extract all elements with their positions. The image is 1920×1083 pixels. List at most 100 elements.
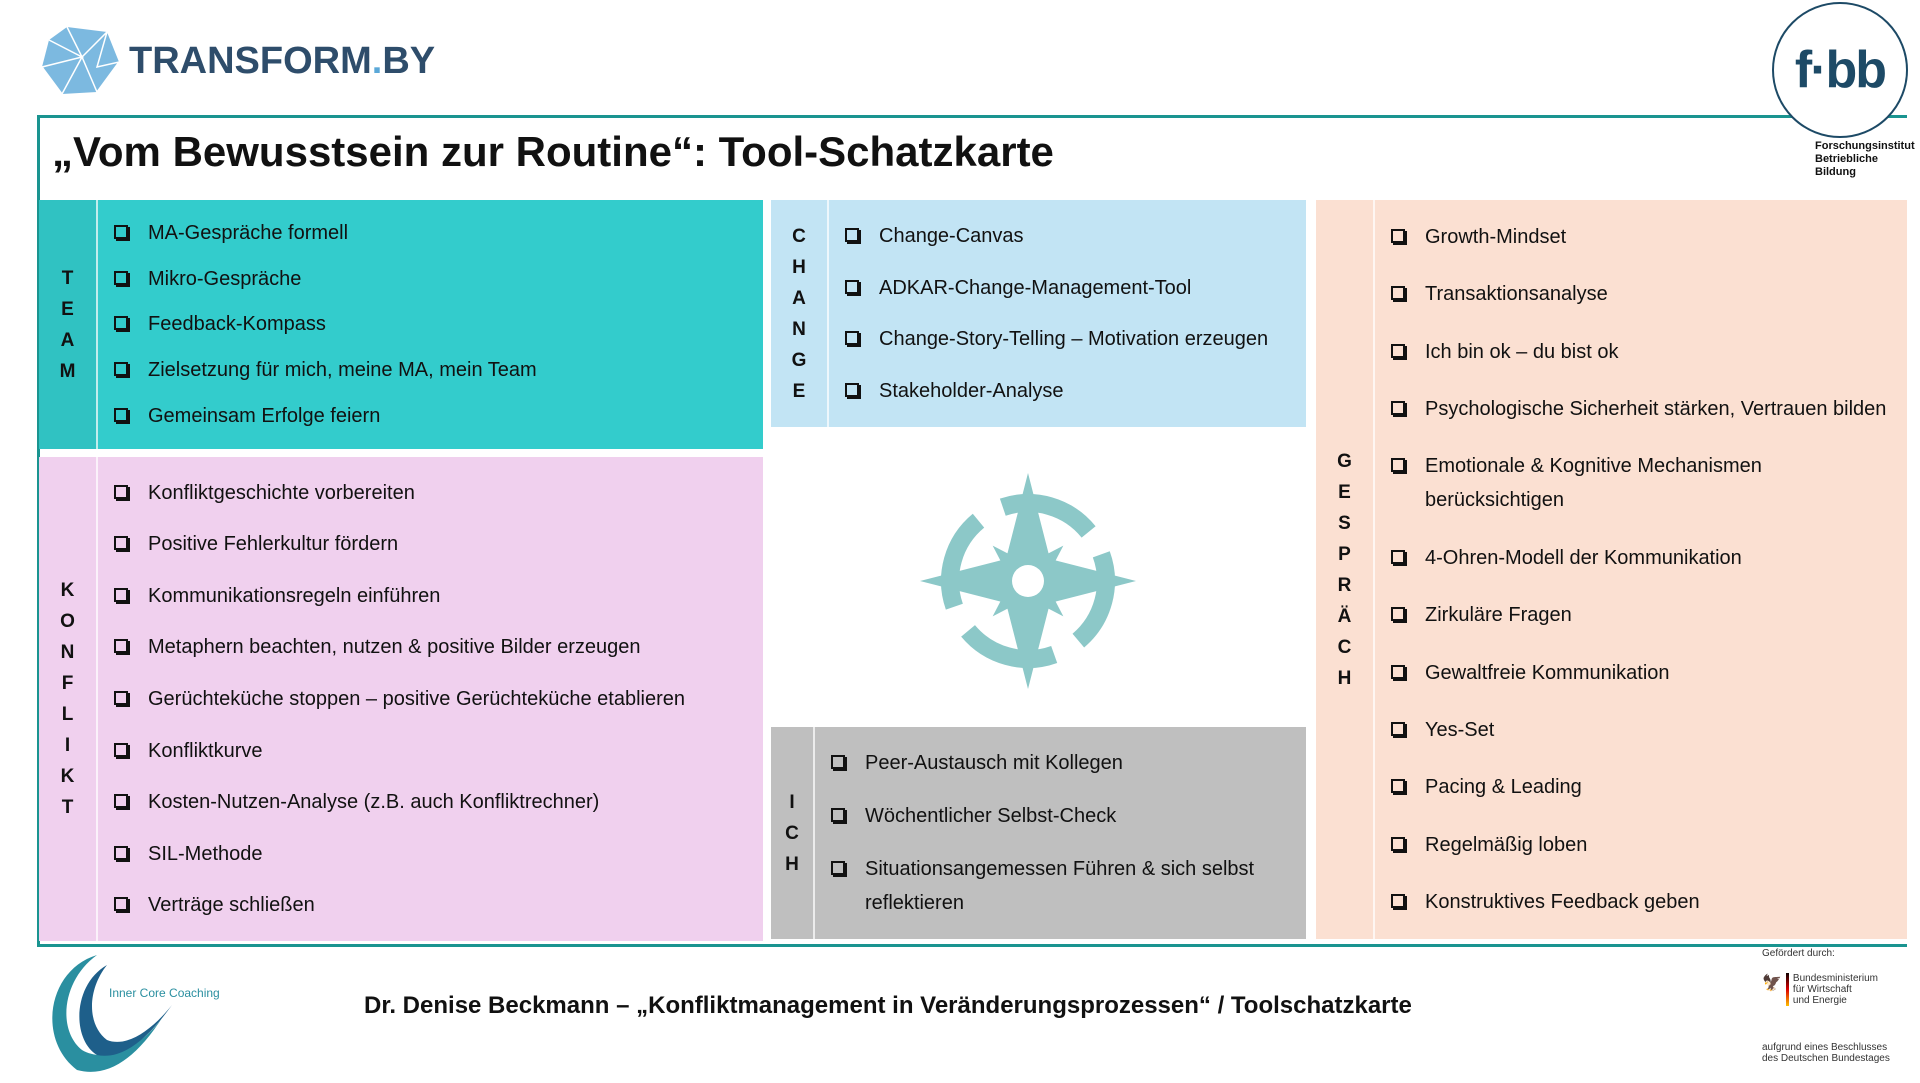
label-letter: E bbox=[1338, 481, 1351, 503]
checkbox-icon[interactable] bbox=[1391, 664, 1405, 679]
list-item[interactable]: Verträge schließen bbox=[114, 888, 747, 922]
list-item[interactable]: SIL-Methode bbox=[114, 837, 747, 871]
item-label: ADKAR-Change-Management-Tool bbox=[879, 276, 1192, 299]
inner-core-coaching-logo: Inner Core Coaching bbox=[37, 950, 227, 1078]
item-label: Konfliktkurve bbox=[148, 739, 263, 762]
checkbox-icon[interactable] bbox=[1391, 549, 1405, 564]
checkbox-icon[interactable] bbox=[1391, 779, 1405, 794]
checkbox-icon[interactable] bbox=[831, 807, 845, 822]
list-item[interactable]: Peer-Austausch mit Kollegen bbox=[831, 746, 1290, 780]
checkbox-icon[interactable] bbox=[845, 227, 859, 242]
list-item[interactable]: Ich bin ok – du bist ok bbox=[1391, 335, 1891, 369]
checkbox-icon[interactable] bbox=[831, 860, 845, 875]
label-letter: C bbox=[792, 225, 806, 247]
item-label: Wöchentlicher Selbst-Check bbox=[865, 804, 1117, 827]
footer-text: Dr. Denise Beckmann – „Konfliktmanagemen… bbox=[364, 992, 1412, 1019]
label-letter: K bbox=[60, 580, 75, 601]
list-item[interactable]: Zirkuläre Fragen bbox=[1391, 598, 1891, 632]
checkbox-icon[interactable] bbox=[114, 690, 128, 705]
checkbox-icon[interactable] bbox=[114, 408, 128, 423]
list-item[interactable]: Gemeinsam Erfolge feiern bbox=[114, 399, 747, 433]
label-letter: I bbox=[789, 791, 795, 813]
item-label: Stakeholder-Analyse bbox=[879, 380, 1064, 403]
label-letter: R bbox=[1337, 574, 1352, 596]
checkbox-icon[interactable] bbox=[114, 587, 128, 602]
checkbox-icon[interactable] bbox=[1391, 400, 1405, 415]
label-letter: L bbox=[61, 704, 74, 725]
checkbox-icon[interactable] bbox=[845, 383, 859, 398]
list-item[interactable]: Feedback-Kompass bbox=[114, 307, 747, 341]
eagle-icon: 🦅 bbox=[1762, 975, 1782, 992]
list-item[interactable]: Kommunikationsregeln einführen bbox=[114, 579, 747, 613]
list-item[interactable]: MA-Gespräche formell bbox=[114, 216, 747, 250]
checkbox-icon[interactable] bbox=[1391, 836, 1405, 851]
item-label: Verträge schließen bbox=[148, 894, 315, 917]
checkbox-icon[interactable] bbox=[114, 316, 128, 331]
list-item[interactable]: ADKAR-Change-Management-Tool bbox=[845, 271, 1290, 305]
checkbox-icon[interactable] bbox=[845, 279, 859, 294]
item-label: Konstruktives Feedback geben bbox=[1425, 891, 1700, 914]
item-label: Konfliktgeschichte vorbereiten bbox=[148, 481, 415, 504]
list-item[interactable]: Positive Fehlerkultur fördern bbox=[114, 527, 747, 561]
list-item[interactable]: Gerüchteküche stoppen – positive Gerücht… bbox=[114, 682, 747, 716]
checkbox-icon[interactable] bbox=[114, 224, 128, 239]
item-label: Gewaltfreie Kommunikation bbox=[1425, 661, 1670, 684]
brand-suffix: BY bbox=[382, 39, 436, 82]
checkbox-icon[interactable] bbox=[1391, 721, 1405, 736]
label-letter: M bbox=[59, 360, 76, 382]
checkbox-icon[interactable] bbox=[845, 331, 859, 346]
list-item[interactable]: Situationsangemessen Führen & sich selbs… bbox=[831, 852, 1290, 920]
fbb-sub2: Betriebliche Bildung bbox=[1815, 153, 1878, 178]
checkbox-icon[interactable] bbox=[1391, 286, 1405, 301]
list-item[interactable]: Pacing & Leading bbox=[1391, 770, 1891, 804]
checkbox-icon[interactable] bbox=[1391, 607, 1405, 622]
checkbox-icon[interactable] bbox=[114, 484, 128, 499]
list-item[interactable]: Zielsetzung für mich, meine MA, mein Tea… bbox=[114, 353, 747, 387]
checkbox-icon[interactable] bbox=[1391, 458, 1405, 473]
list-item[interactable]: Mikro-Gespräche bbox=[114, 262, 747, 296]
list-item[interactable]: Growth-Mindset bbox=[1391, 220, 1891, 254]
list-item[interactable]: Change-Story-Telling – Motivation erzeug… bbox=[845, 322, 1290, 356]
item-label: Regelmäßig loben bbox=[1425, 833, 1588, 856]
checkbox-icon[interactable] bbox=[114, 794, 128, 809]
list-item[interactable]: Konfliktgeschichte vorbereiten bbox=[114, 476, 747, 510]
item-label: Psychologische Sicherheit stärken, Vertr… bbox=[1425, 397, 1887, 420]
list-item[interactable]: Konfliktkurve bbox=[114, 734, 747, 768]
transform-by-logo: TRANSFORM.BY bbox=[37, 22, 435, 100]
list-item[interactable]: Emotionale & Kognitive Mechanismen berüc… bbox=[1391, 449, 1891, 517]
list-item[interactable]: Change-Canvas bbox=[845, 219, 1290, 253]
checkbox-icon[interactable] bbox=[114, 897, 128, 912]
content-frame bbox=[37, 115, 1907, 947]
checkbox-icon[interactable] bbox=[114, 362, 128, 377]
list-item[interactable]: Konstruktives Feedback geben bbox=[1391, 885, 1891, 919]
list-item[interactable]: Psychologische Sicherheit stärken, Vertr… bbox=[1391, 392, 1891, 426]
checkbox-icon[interactable] bbox=[831, 755, 845, 770]
list-item[interactable]: 4-Ohren-Modell der Kommunikation bbox=[1391, 541, 1891, 575]
checkbox-icon[interactable] bbox=[114, 270, 128, 285]
list-item[interactable]: Gewaltfreie Kommunikation bbox=[1391, 656, 1891, 690]
checkbox-icon[interactable] bbox=[1391, 343, 1405, 358]
list-item[interactable]: Yes-Set bbox=[1391, 713, 1891, 747]
list-item[interactable]: Kosten-Nutzen-Analyse (z.B. auch Konflik… bbox=[114, 785, 747, 819]
checkbox-icon[interactable] bbox=[1391, 894, 1405, 909]
list-item[interactable]: Metaphern beachten, nutzen & positive Bi… bbox=[114, 630, 747, 664]
list-item[interactable]: Wöchentlicher Selbst-Check bbox=[831, 799, 1290, 833]
checkbox-icon[interactable] bbox=[114, 742, 128, 757]
checkbox-icon[interactable] bbox=[114, 536, 128, 551]
label-letter: E bbox=[61, 298, 74, 320]
list-item[interactable]: Transaktionsanalyse bbox=[1391, 277, 1891, 311]
list-item[interactable]: Regelmäßig loben bbox=[1391, 828, 1891, 862]
checkbox-icon[interactable] bbox=[114, 639, 128, 654]
list-item[interactable]: Stakeholder-Analyse bbox=[845, 374, 1290, 408]
checkbox-icon[interactable] bbox=[114, 845, 128, 860]
page-title: „Vom Bewusstsein zur Routine“: Tool-Scha… bbox=[52, 128, 1054, 175]
checkbox-icon[interactable] bbox=[1391, 228, 1405, 243]
label-letter: H bbox=[792, 256, 806, 278]
item-label: Situationsangemessen Führen & sich selbs… bbox=[865, 857, 1255, 914]
ministry-line: und Energie bbox=[1792, 995, 1847, 1006]
label-letter: A bbox=[792, 287, 806, 309]
